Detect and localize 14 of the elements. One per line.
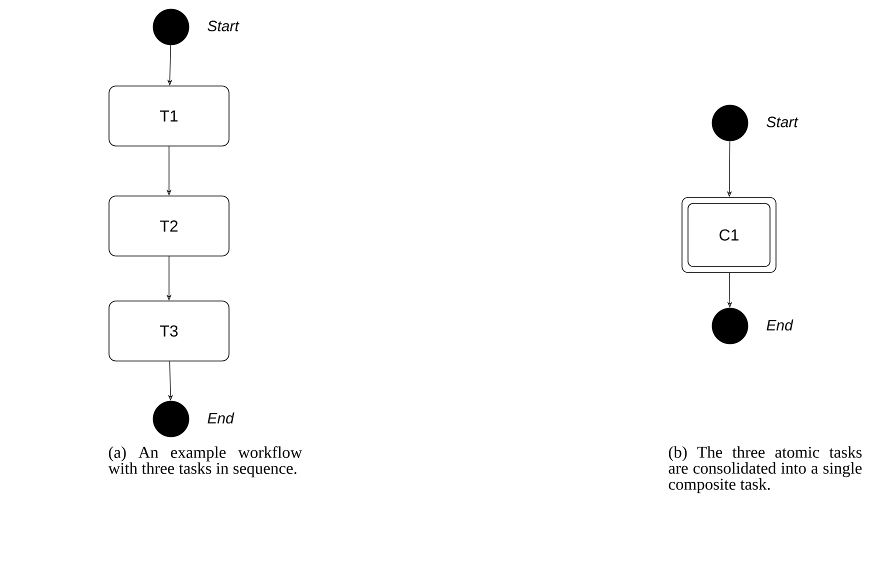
- task-box: T2: [108, 196, 230, 256]
- node-label: Start: [766, 116, 798, 128]
- terminal-circle: [712, 308, 748, 344]
- terminal-circle: [152, 8, 190, 46]
- terminal-circle: [712, 104, 748, 142]
- terminal-circle: [152, 400, 190, 438]
- subfigure-caption: (b) The three atomic tasks are consolidated into a single composite task.: [668, 446, 862, 494]
- node-label: End: [766, 319, 794, 330]
- node-label: End: [208, 412, 234, 424]
- subfigure-caption: (a) An example workflow with three tasks in sequence.: [108, 446, 302, 478]
- node-label: Start: [208, 20, 240, 32]
- task-box: T3: [108, 300, 230, 362]
- task-box: T1: [108, 86, 230, 146]
- composite-task-box: C1: [682, 197, 776, 273]
